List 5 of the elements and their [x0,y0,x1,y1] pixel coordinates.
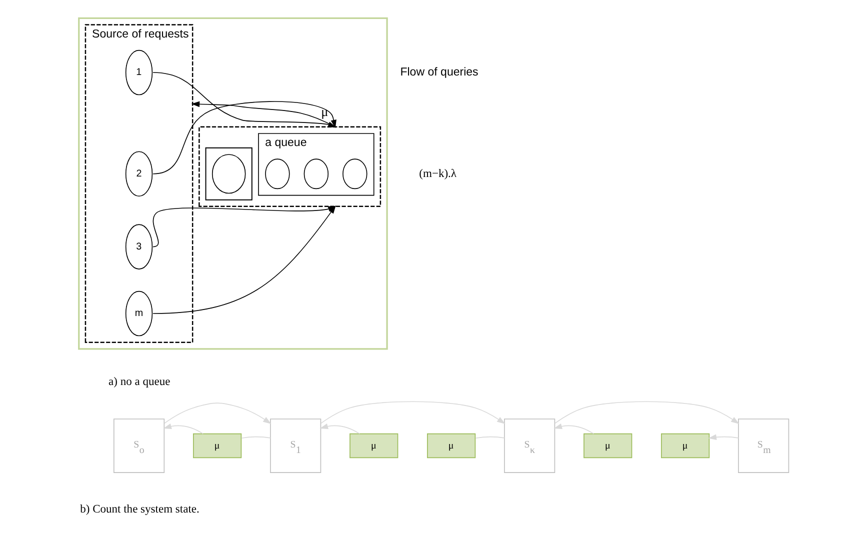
label: (m−k).λ [419,168,457,180]
label: a) no a queue [108,376,170,388]
label: b) Count the system state. [80,504,200,516]
edge-label: μ [321,104,328,120]
label: Flow of queries [400,66,478,79]
